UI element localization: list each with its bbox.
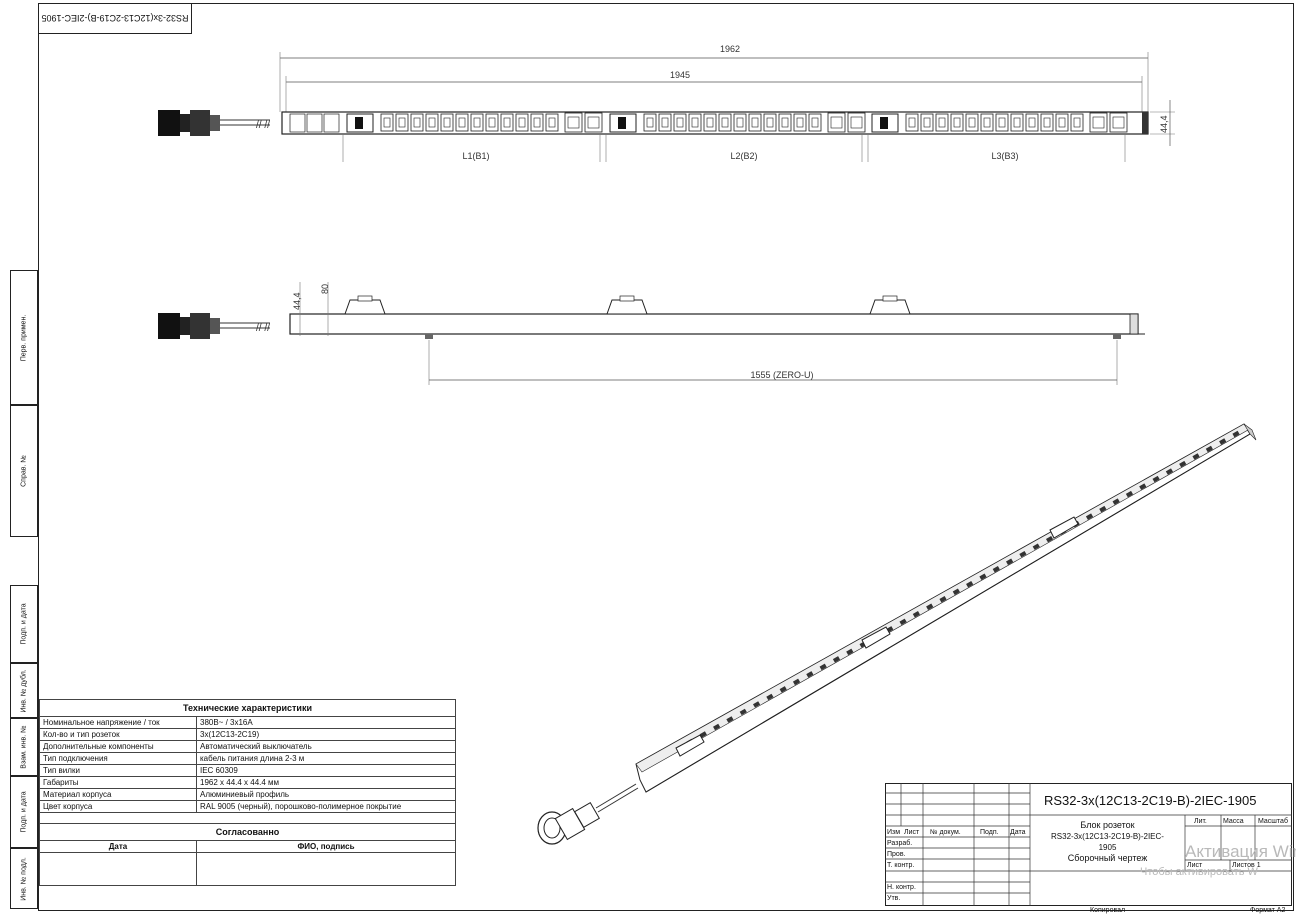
doc-designation: RS32-3х(12C13-2C19-B)-2IEC-1905 [1044, 793, 1257, 808]
title-block [885, 783, 1292, 906]
section-label-l1: L1(B1) [462, 151, 489, 161]
isometric-view [537, 423, 1257, 845]
dim-mount-spacing: 1555 (ZERO-U) [750, 370, 813, 380]
section-label-l2: L2(B2) [730, 151, 757, 161]
dim-front-height: 44,4 [1159, 115, 1169, 133]
dim-body-length: 1945 [670, 70, 690, 80]
side-box-vzam-inv: Взам. инв. № [10, 718, 38, 776]
side-box-sprav: Справ. № [10, 405, 38, 537]
side-box-inv-podl: Инв. № подл. [10, 848, 38, 909]
front-view: 1962 1945 // // L1(B1) L2(B2) L3(B3) 44,… [158, 44, 1175, 162]
dim-side-height-b: 80 [320, 284, 330, 294]
tech-specs-table: Технические характеристики Номинальное н… [39, 699, 456, 886]
section-label-l3: L3(B3) [991, 151, 1018, 161]
side-box-perv-primen: Перв. примен. [10, 270, 38, 405]
side-box-podp-data-2: Подп. и дата [10, 776, 38, 848]
tech-title: Технические характеристики [39, 699, 456, 717]
watermark-line1: Активация Windo [1185, 842, 1296, 861]
watermark-line2: Чтобы активировать W [1140, 866, 1258, 878]
drawing-frame [38, 3, 1294, 911]
approval-col-date: Дата [39, 840, 197, 853]
side-box-inv-dubl: Инв. № дубл. [10, 663, 38, 718]
dim-side-height-a: 44,4 [292, 292, 302, 310]
title-block-grid [885, 783, 1292, 906]
side-box-podp-data: Подп. и дата [10, 585, 38, 663]
svg-text:// //: // // [256, 323, 270, 334]
doc-name: Блок розеток RS32-3х(12C13-2C19-B)-2IEC-… [1051, 820, 1164, 863]
svg-text:// //: // // [256, 120, 270, 131]
side-view: // // 44,4 80 1555 (ZERO-U) [158, 282, 1145, 385]
approval-col-name: ФИО, подпись [196, 840, 456, 853]
approval-title: Согласованно [39, 823, 456, 841]
dim-total-length: 1962 [720, 44, 740, 54]
